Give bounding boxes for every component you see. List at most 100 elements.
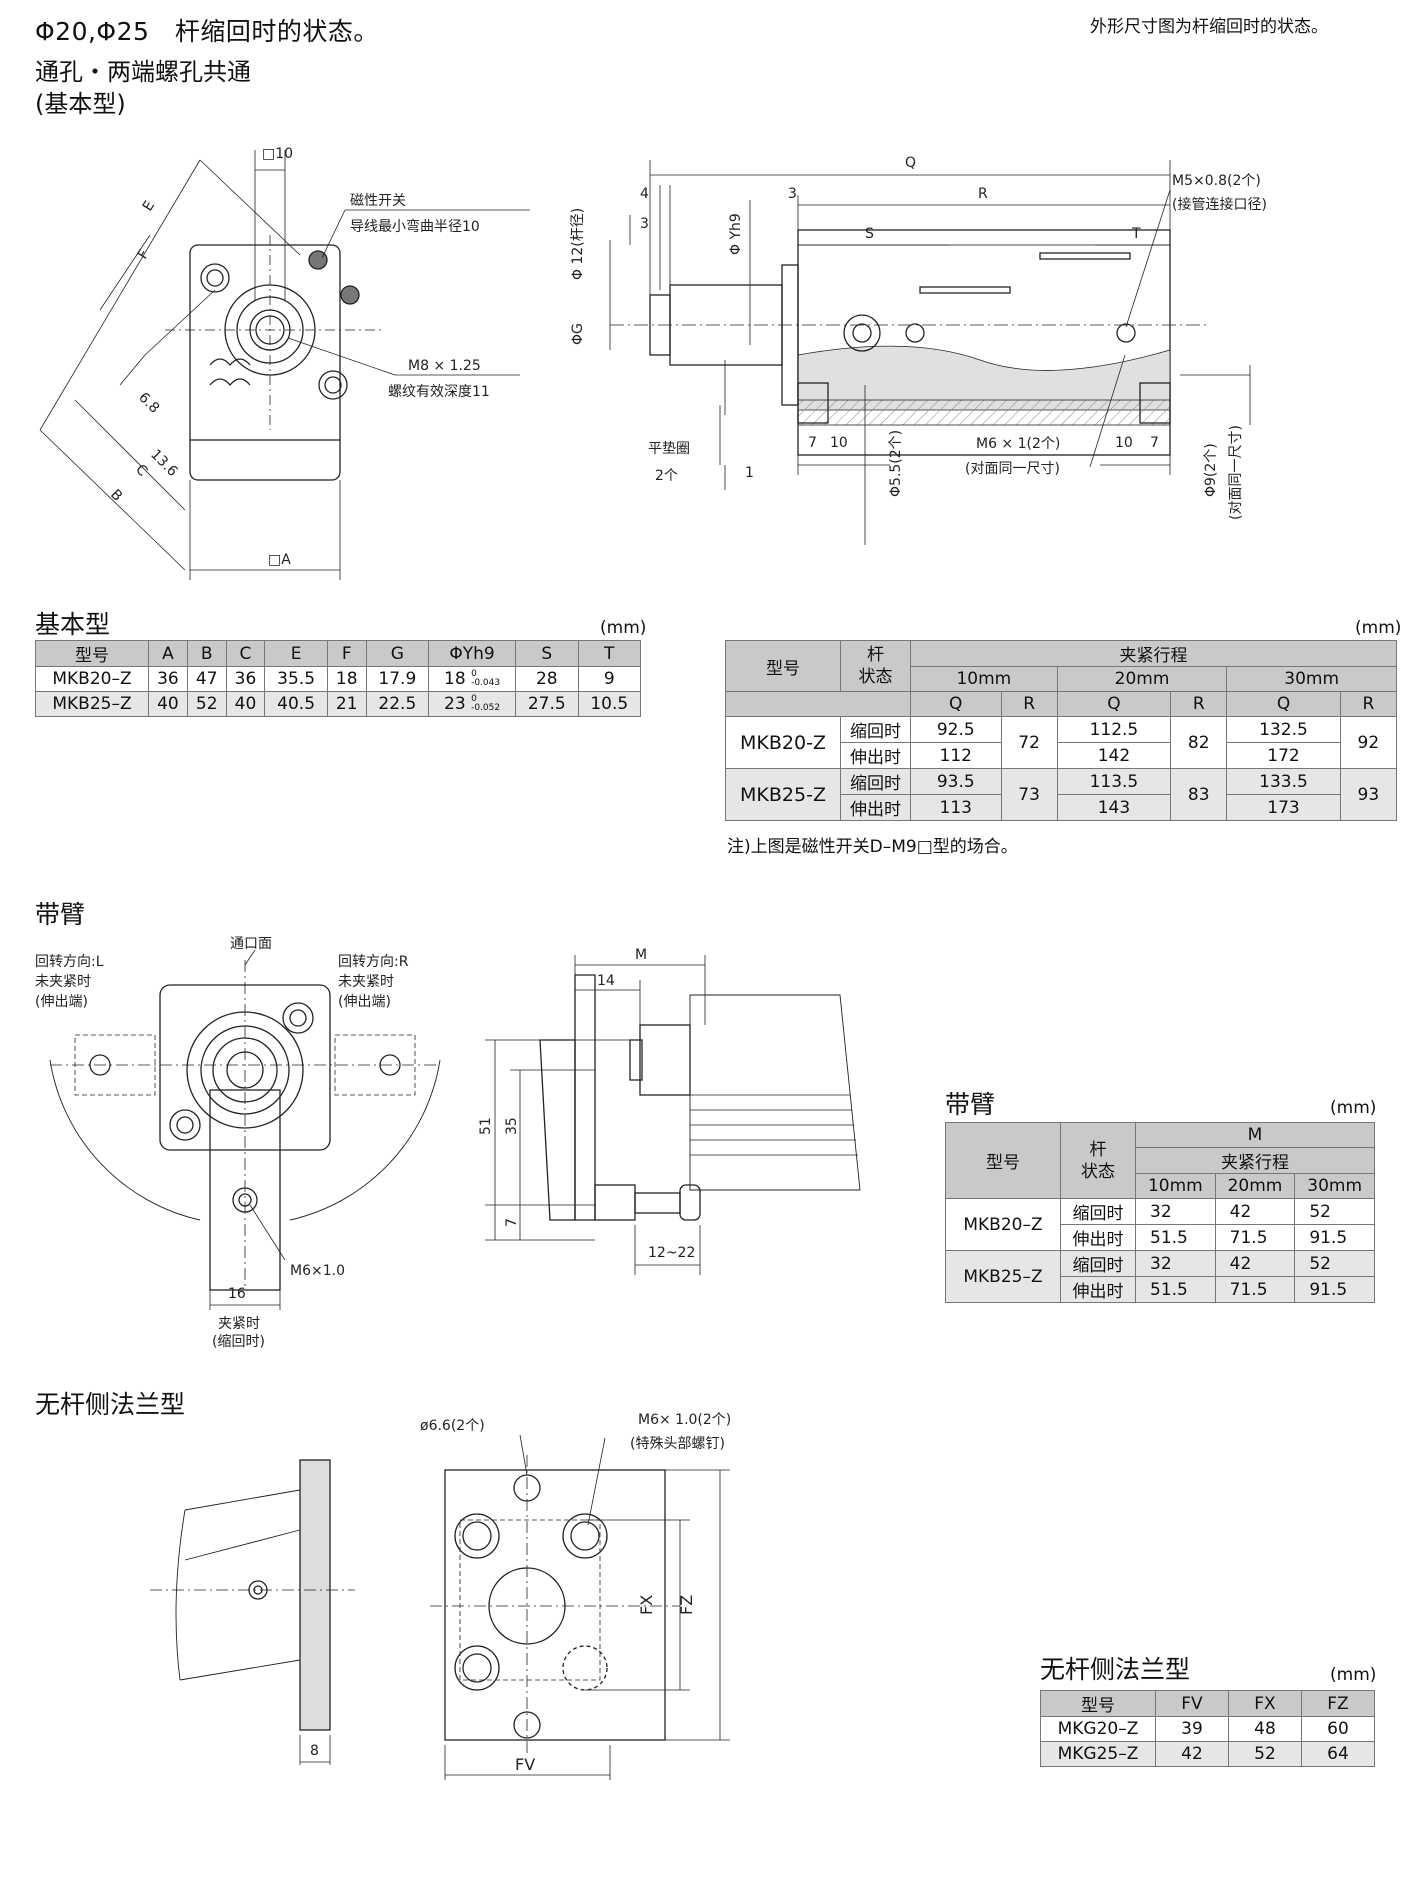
- cell-q: 112: [910, 742, 1002, 769]
- flange-section-title: 无杆侧法兰型: [35, 1390, 186, 1419]
- cell-q: 113: [910, 794, 1002, 821]
- switch-label-2: 导线最小弯曲半径10: [350, 218, 480, 235]
- table-row: MKB20–Z 36 47 36 35.5 18 17.9 18 0-0.043…: [35, 666, 641, 692]
- cell-q: 92.5: [910, 716, 1002, 743]
- cell-r: 72: [1000, 716, 1058, 769]
- flange-m6-label-2: (特殊头部螺钉): [630, 1436, 725, 1452]
- col-A: A: [148, 640, 188, 667]
- cell-Yh9-upper: 0: [471, 669, 477, 679]
- arm-right-label-3: (伸出端): [338, 994, 391, 1010]
- cell-model: MKB25–Z: [35, 691, 149, 717]
- cell-T: 10.5: [577, 691, 641, 717]
- col-G: G: [365, 640, 430, 667]
- cell-A: 36: [148, 666, 188, 692]
- cell-value: 51.5: [1135, 1224, 1216, 1251]
- basic-table-title: 基本型: [35, 610, 111, 639]
- dim-1: 1: [745, 465, 754, 481]
- arm-col-state: 杆 状态: [1060, 1122, 1136, 1199]
- cell-model: MKB20–Z: [945, 1198, 1061, 1251]
- flange-dim-FV: FV: [515, 1755, 535, 1774]
- table-row: MKB20-Z 缩回时 92.5 72 112.5 82 132.5 92: [725, 716, 1398, 769]
- dim-sq10: □10: [262, 146, 293, 162]
- cell-C: 40: [225, 691, 266, 717]
- arm-col-10mm: 10mm: [1135, 1173, 1216, 1199]
- dim-phi5.5: Φ5.5(2个): [888, 430, 904, 497]
- basic-front-view-drawing: □10 E F 磁性开关 导线最小弯曲半径10 M8 × 1.25 螺纹有效深度…: [39, 146, 530, 580]
- flange-front-view-drawing: ø6.6(2个) M6× 1.0(2个) (特殊头部螺钉) FX FZ FV: [420, 1412, 731, 1780]
- dim-7b: 7: [1150, 435, 1159, 451]
- cell-value: 42: [1214, 1250, 1296, 1277]
- table-row: MKB25–Z 缩回时 32 42 52: [945, 1250, 1375, 1303]
- dim-6.8: 6.8: [135, 390, 162, 417]
- cell-state: 缩回时: [1060, 1198, 1136, 1225]
- cell-r: 92: [1339, 716, 1398, 769]
- cell-FZ: 64: [1301, 1741, 1375, 1767]
- flange-m6-label-1: M6× 1.0(2个): [638, 1412, 731, 1428]
- table-row: 伸出时 113 143 173: [726, 794, 1397, 821]
- cell-value: 52: [1294, 1198, 1375, 1225]
- stroke-col-model: 型号: [725, 640, 841, 692]
- washer-label-1: 平垫圈: [648, 441, 690, 457]
- page-subtitle: 通孔・两端螺孔共通: [35, 58, 251, 86]
- cell-value: 71.5: [1214, 1276, 1296, 1303]
- flange-dim-FX: FX: [637, 1595, 656, 1615]
- table-row: 伸出时 51.5 71.5 91.5: [946, 1276, 1375, 1303]
- cell-A: 40: [148, 691, 188, 717]
- cell-q: 112.5: [1056, 716, 1172, 743]
- dim-phiYh9: Φ Yh9: [728, 213, 744, 255]
- flange-col-FV: FV: [1155, 1690, 1229, 1717]
- cell-value: 71.5: [1214, 1224, 1296, 1251]
- cell-T: 9: [577, 666, 641, 692]
- arm-dim-16: 16: [228, 1286, 246, 1302]
- cell-value: 32: [1135, 1250, 1216, 1277]
- arm-table-title: 带臂: [945, 1090, 996, 1119]
- flange-hole-label: ø6.6(2个): [420, 1418, 485, 1434]
- flange-dim-FZ: FZ: [677, 1595, 696, 1615]
- cell-model: MKB25-Z: [725, 768, 841, 821]
- cell-q: 172: [1226, 742, 1341, 769]
- cell-q: 132.5: [1226, 716, 1341, 743]
- flange-col-FZ: FZ: [1301, 1690, 1375, 1717]
- cell-Yh9-lower: -0.043: [471, 678, 501, 688]
- dim-E: E: [140, 198, 158, 214]
- cell-E: 40.5: [264, 691, 328, 717]
- col-T: T: [577, 640, 641, 667]
- m8-label-1: M8 × 1.25: [408, 358, 481, 374]
- stroke-col-r20: R: [1170, 691, 1228, 717]
- flange-table-unit: (mm): [1330, 1665, 1377, 1685]
- cell-B: 47: [186, 666, 227, 692]
- dim-S: S: [865, 226, 874, 242]
- table-row: MKG20–Z 39 48 60: [1040, 1716, 1375, 1742]
- cell-q: 142: [1056, 742, 1172, 769]
- dim-Q: Q: [905, 155, 916, 171]
- cell-FX: 52: [1228, 1741, 1302, 1767]
- dim-T: T: [1131, 226, 1141, 242]
- col-F: F: [326, 640, 367, 667]
- stroke-col-stroke: 夹紧行程: [910, 640, 1397, 667]
- washer-label-2: 2个: [655, 468, 678, 484]
- basic-table-unit: (mm): [600, 618, 647, 638]
- cell-S: 27.5: [515, 691, 579, 717]
- cell-Yh9: 18 0-0.043: [428, 666, 517, 692]
- arm-dim-12-22: 12~22: [648, 1245, 695, 1261]
- cell-state: 伸出时: [840, 742, 911, 769]
- arm-dim-51: 51: [478, 1117, 494, 1135]
- stroke-col-state: 杆 状态: [840, 640, 911, 692]
- cell-FV: 39: [1155, 1716, 1229, 1742]
- stroke-col-q30: Q: [1226, 691, 1341, 717]
- flange-side-view-drawing: 8: [150, 1459, 355, 1765]
- arm-right-label-1: 回转方向:R: [338, 954, 409, 970]
- stroke-col-30mm: 30mm: [1226, 666, 1397, 692]
- stroke-col-10mm: 10mm: [910, 666, 1058, 692]
- table-row: MKG25–Z 42 52 64: [1040, 1741, 1375, 1767]
- cell-value: 91.5: [1294, 1276, 1375, 1303]
- cell-q: 93.5: [910, 768, 1002, 795]
- cell-state: 缩回时: [840, 716, 911, 743]
- arm-dim-M: M: [635, 947, 647, 963]
- switch-label-1: 磁性开关: [350, 193, 406, 209]
- cell-r: 83: [1170, 768, 1228, 821]
- cell-S: 28: [515, 666, 579, 692]
- dim-10a: 10: [830, 435, 848, 451]
- arm-col-M: M: [1135, 1122, 1375, 1148]
- basic-spec-table: 型号 A B C E F G ΦYh9 S T MKB20–Z 36 47 36…: [35, 640, 641, 717]
